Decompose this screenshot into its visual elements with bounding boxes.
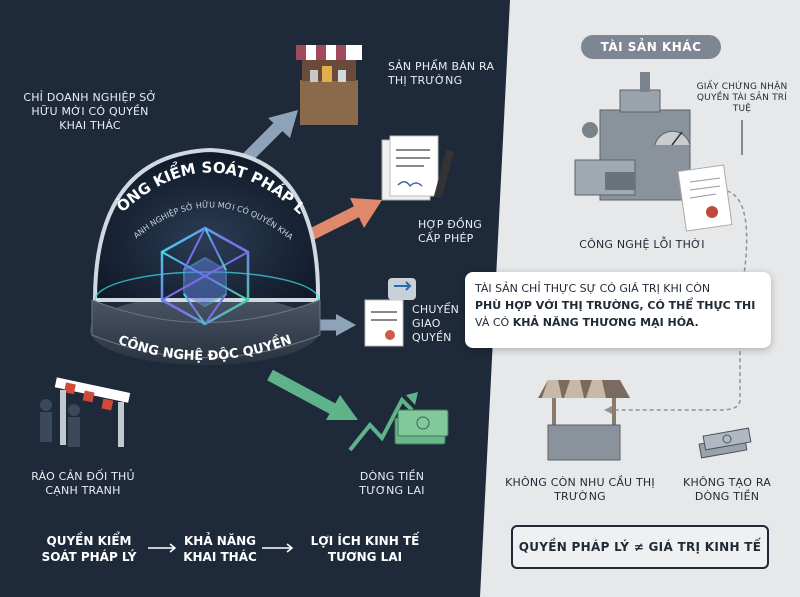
products-label: SẢN PHẨM BÁN RA THỊ TRƯỜNG xyxy=(388,60,495,87)
callout-line-1: TÀI SẢN CHỈ THỰC SỰ CÓ GIÁ TRỊ KHI CÒN xyxy=(475,282,711,295)
empty-stall-icon xyxy=(538,380,630,461)
cashflow-label: DÒNG TIỀN TƯƠNG LAI xyxy=(359,470,425,497)
other-assets-title: TÀI SẢN KHÁC xyxy=(581,35,721,59)
arrow-cashflow xyxy=(267,369,358,420)
cashflow-money-icon xyxy=(348,392,449,452)
dotted-connector xyxy=(610,189,748,411)
flow-step-legal-control: QUYỀN KIỂM SOÁT PHÁP LÝ xyxy=(41,534,137,564)
barrier-label: RÀO CẢN ĐỐI THỦ CẠNH TRANH xyxy=(31,470,135,497)
only-owner-label: CHỈ DOANH NGHIỆP SỞ HỮU MỚI CÓ QUYỀN KHA… xyxy=(23,91,157,132)
legal-control-dome xyxy=(90,147,321,365)
outdated-machine-icon xyxy=(574,72,691,201)
hexagon-cube-icon xyxy=(160,226,250,326)
contract-document-icon xyxy=(381,135,455,201)
outdated-tech-label: CÔNG NGHỆ LỖI THỜI xyxy=(579,238,705,251)
market-stall-icon xyxy=(296,45,362,125)
certificate-label: GIẤY CHỨNG NHẬN QUYỀN TÀI SẢN TRÍ TUỆ xyxy=(696,82,788,114)
dotted-arrowhead xyxy=(604,406,612,414)
transfer-document-icon xyxy=(364,278,416,347)
transfer-label: CHUYỂN GIAO QUYỀN xyxy=(412,303,460,344)
license-label: HỢP ĐỒNG CẤP PHÉP xyxy=(418,218,482,245)
money-stack-icon xyxy=(698,427,752,459)
certificate-icon xyxy=(677,164,733,232)
no-demand-label: KHÔNG CÒN NHU CẦU THỊ TRƯỜNG xyxy=(505,476,655,503)
no-cashflow-label: KHÔNG TẠO RA DÒNG TIỀN xyxy=(683,476,771,503)
callout-line-2: PHÙ HỢP VỚI THỊ TRƯỜNG, CÓ THỂ THỰC THI xyxy=(475,299,756,312)
legal-right-not-equal-value: QUYỀN PHÁP LÝ ≠ GIÁ TRỊ KINH TẾ xyxy=(511,525,769,569)
flow-step-economic-benefit: LỢI ÍCH KINH TẾ TƯƠNG LAI xyxy=(310,534,420,564)
flow-step-exploitation: KHẢ NĂNG KHAI THÁC xyxy=(183,534,257,564)
competitor-barrier-icon xyxy=(40,377,131,447)
bottom-flow-arrows xyxy=(148,543,294,553)
value-callout: TÀI SẢN CHỈ THỰC SỰ CÓ GIÁ TRỊ KHI CÒN P… xyxy=(465,272,771,348)
callout-line-3: VÀ CÓ KHẢ NĂNG THƯƠNG MẠI HÓA. xyxy=(475,316,699,329)
